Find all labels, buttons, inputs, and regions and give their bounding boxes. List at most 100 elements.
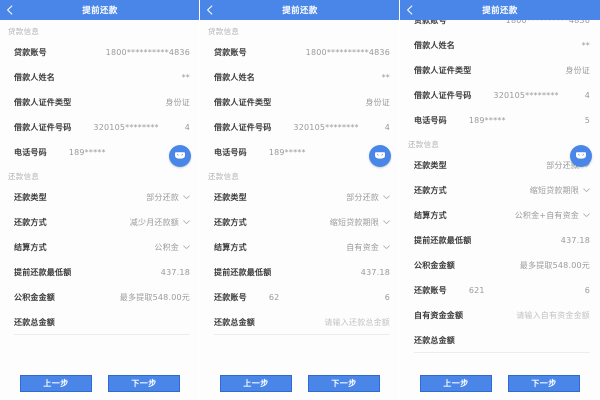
repay-account-value[interactable]: 6 [584,286,590,295]
borrower-name-value: ** [581,41,590,50]
id-type-label: 借款人证件类型 [14,98,72,107]
repay-method-label: 还款方式 [214,218,247,227]
section-repay-info: 还款信息 [208,172,240,181]
repay-type-label: 还款类型 [14,193,47,202]
phone-label: 电话号码 [414,116,447,125]
repay-method-value[interactable]: 缩短贷款期限 [529,186,579,195]
id-number-value: 4 [184,123,190,132]
chevron-left-icon[interactable] [200,0,220,20]
app-header: 提前还款 [0,0,199,20]
repay-type-value[interactable]: 部分还款 [346,193,379,202]
id-type-label: 借款人证件类型 [414,66,472,75]
borrower-name-label: 借款人姓名 [14,73,55,82]
id-type-value: 身份证 [165,98,190,107]
min-prepay-label: 提前还款最低额 [414,236,472,245]
chat-bubble-icon[interactable] [570,145,592,167]
repay-method-row[interactable]: 还款方式减少月还款额 [0,210,199,235]
section-loan-info: 贷款信息 [208,27,240,36]
section-loan-info: 贷款信息 [8,27,40,36]
phone-label: 电话号码 [14,148,47,157]
total-amount-row[interactable]: 还款总金额 [0,310,199,335]
settle-method-value[interactable]: 公积金 [154,243,179,252]
chevron-down-icon [183,195,190,200]
own-fund-amount-value[interactable]: 请输入自有资金金额 [516,311,590,320]
id-type-row: 借款人证件类型 身份证 [0,90,199,115]
settle-method-label: 结算方式 [214,243,247,252]
own-fund-amount-row[interactable]: 自有资金金额请输入自有资金金额 [400,303,600,328]
total-amount-label: 还款总金额 [414,336,455,345]
prev-step-button[interactable]: 上一步 [220,375,292,392]
chevron-left-icon[interactable] [0,0,20,20]
chevron-left-icon[interactable] [400,0,420,20]
phone-label: 电话号码 [214,148,247,157]
chat-bubble-icon[interactable] [169,145,191,167]
chevron-down-icon [183,220,190,225]
repay-type-row[interactable]: 还款类型 部分还款 [0,185,199,210]
chat-bubble-icon[interactable] [369,145,391,167]
prev-step-button[interactable]: 上一步 [420,375,492,392]
settle-method-row[interactable]: 结算方式 自有资金 [200,235,399,260]
settle-method-value[interactable]: 公积金+自有资金 [514,211,579,220]
borrower-name-label: 借款人姓名 [414,41,455,50]
loan-account-value: 1800**********4836 [505,16,590,25]
loan-account-value: 1800**********4836 [105,48,190,57]
repay-method-row[interactable]: 还款方式 缩短贷款期限 [200,210,399,235]
loan-account-label: 贷款账号 [214,48,247,57]
chevron-down-icon [583,213,590,218]
loan-account-value: 1800**********4836 [305,48,390,57]
repay-type-value[interactable]: 部分还款 [546,161,579,170]
repay-type-row[interactable]: 还款类型部分还款 [200,185,399,210]
loan-account-row: 贷款账号 1800**********4836 [200,40,399,65]
min-prepay-row: 提前还款最低额 437.18 [400,228,600,253]
footer-actions: 上一步下一步 [0,375,199,392]
prev-step-button[interactable]: 上一步 [20,375,92,392]
settle-method-value[interactable]: 自有资金 [346,243,379,252]
app-header: 提前还款 [200,0,399,20]
min-prepay-label: 提前还款最低额 [214,268,272,277]
repay-type-value[interactable]: 部分还款 [146,193,179,202]
id-number-value-left: 320105******** [293,123,359,132]
next-step-button[interactable]: 下一步 [308,375,380,392]
id-type-label: 借款人证件类型 [214,98,272,107]
next-step-button[interactable]: 下一步 [508,375,580,392]
repay-type-label: 还款类型 [414,161,447,170]
phone-value-left: 189***** [468,116,506,125]
total-amount-row[interactable]: 还款总金额 [400,328,600,353]
page-title: 提前还款 [282,6,318,16]
loan-account-label: 贷款账号 [414,16,447,25]
settle-method-row[interactable]: 结算方式公积金 [0,235,199,260]
id-number-label: 借款人证件号码 [14,123,72,132]
total-amount-label: 还款总金额 [14,318,55,327]
min-prepay-value: 437.18 [560,236,590,245]
section-repay-info: 还款信息 [8,172,40,181]
next-step-button[interactable]: 下一步 [108,375,180,392]
borrower-name-row: 借款人姓名** [0,65,199,90]
repay-account-value[interactable]: 6 [384,293,390,302]
total-amount-row[interactable]: 还款总金额 请输入还款总金额 [200,310,399,335]
total-amount-label: 还款总金额 [214,318,255,327]
repay-method-value[interactable]: 减少月还款额 [129,218,179,227]
total-amount-value[interactable]: 请输入还款总金额 [324,318,390,327]
settle-method-row[interactable]: 结算方式公积金+自有资金 [400,203,600,228]
fund-amount-row: 公积金金额最多提取548.00元 [0,285,199,310]
id-type-row: 借款人证件类型身份证 [200,90,399,115]
loan-account-row: 贷款账号 1800**********4836 [400,8,600,33]
id-type-row: 借款人证件类型身份证 [400,58,600,83]
scroll-content[interactable]: 贷款信息贷款账号1800**********4836借款人姓名**借款人证件类型… [400,0,600,353]
min-prepay-value: 437.18 [160,268,190,277]
footer-actions: 上一步下一步 [200,375,399,392]
id-number-value: 4 [584,91,590,100]
repay-method-value[interactable]: 缩短贷款期限 [329,218,379,227]
loan-account-label: 贷款账号 [14,48,47,57]
repay-method-row[interactable]: 还款方式缩短贷款期限 [400,178,600,203]
